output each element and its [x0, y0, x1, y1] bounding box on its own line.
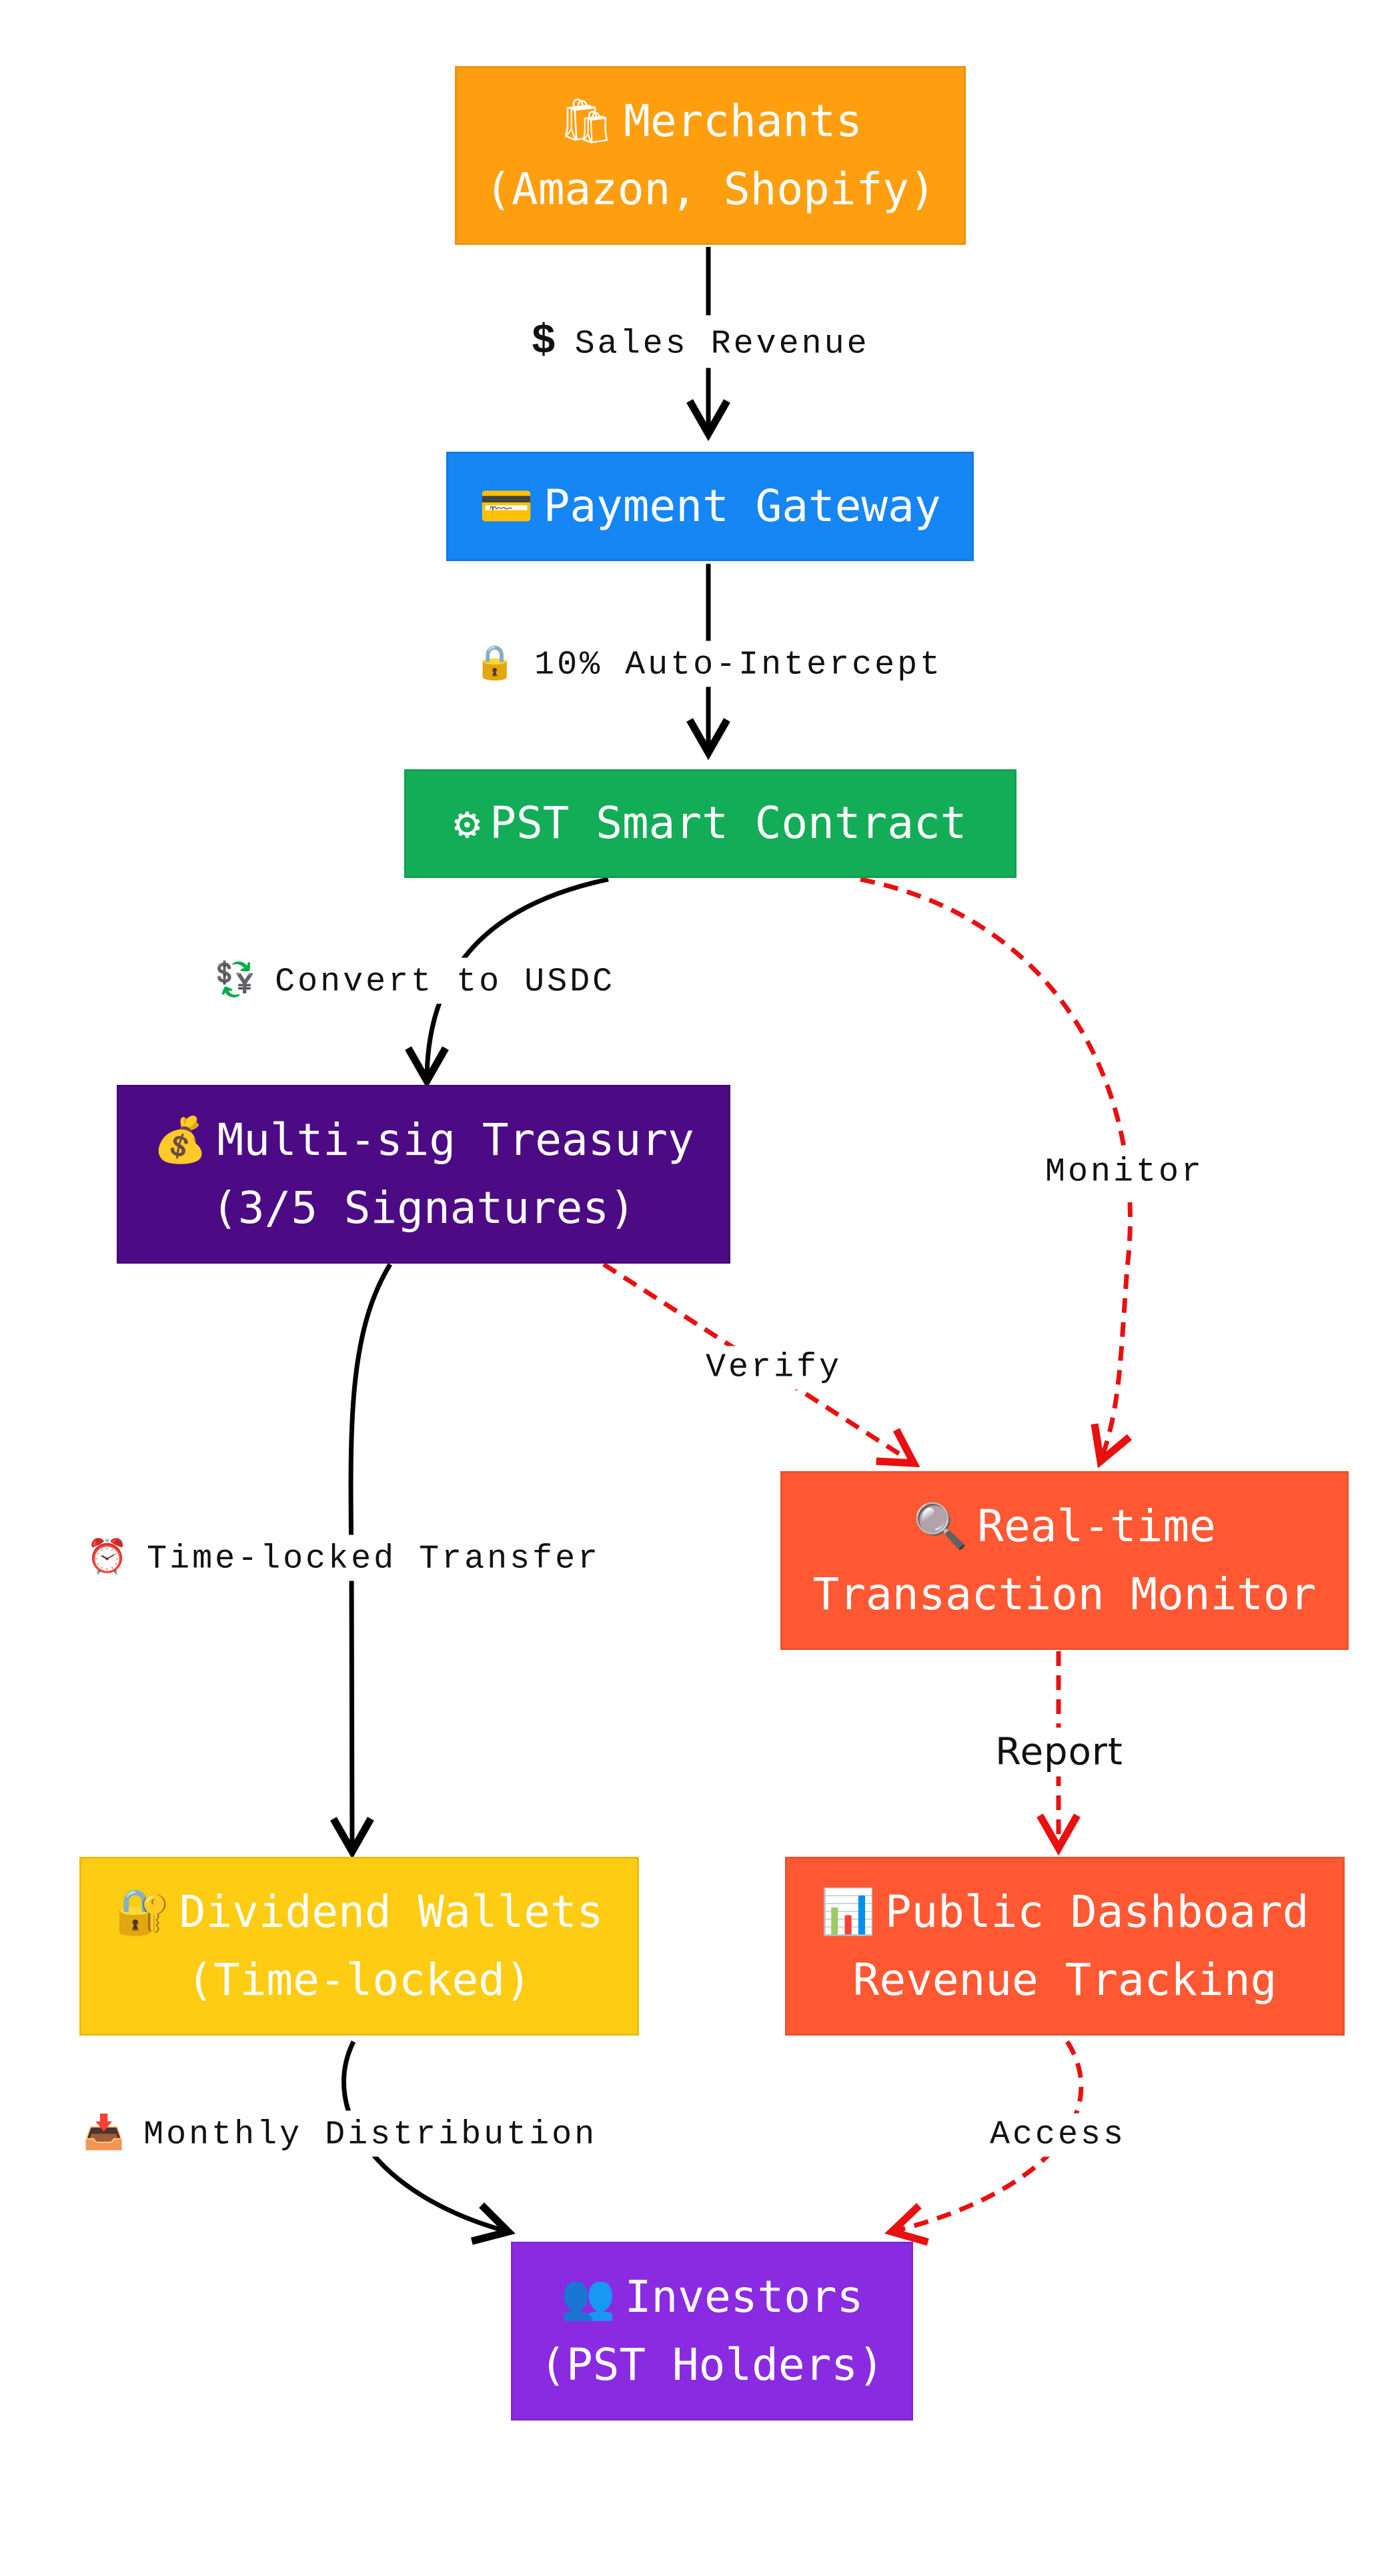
node-public-dashboard: 📊Public Dashboard Revenue Tracking	[785, 1857, 1345, 2036]
node-public-dashboard-title: Public Dashboard	[884, 1885, 1309, 1938]
edge-label-access: Access	[982, 2113, 1133, 2157]
edge-label-monthly-distribution: 📥Monthly Distribution	[76, 2110, 604, 2157]
edge-access	[884, 2040, 1084, 2246]
inbox-tray-icon: 📥	[83, 2116, 125, 2154]
lock-icon: 🔒	[474, 646, 516, 685]
money-bag-icon: 💰	[153, 1114, 208, 1166]
bar-chart-icon: 📊	[820, 1885, 876, 1938]
node-dividend-wallets-title: Dividend Wallets	[179, 1885, 604, 1938]
node-transaction-monitor-title: Real-time	[977, 1500, 1216, 1552]
gear-icon: ⚙	[454, 797, 481, 849]
node-public-dashboard-subtitle: Revenue Tracking	[852, 1954, 1277, 2006]
node-multisig-treasury-subtitle: (3/5 Signatures)	[211, 1182, 636, 1234]
node-merchants-title: Merchants	[624, 95, 862, 147]
credit-card-icon: 💳	[479, 480, 534, 532]
node-payment-gateway-title: Payment Gateway	[543, 480, 941, 532]
edge-label-sales-revenue: $Sales Revenue	[524, 315, 876, 368]
people-icon: 👥	[560, 2270, 616, 2322]
edge-label-report: Report	[988, 1727, 1130, 1777]
lock-with-key-icon: 🔐	[115, 1885, 170, 1938]
node-pst-smart-contract-title: PST Smart Contract	[490, 797, 967, 849]
currency-exchange-icon: 💱	[214, 963, 257, 1001]
node-multisig-treasury-title: Multi-sig Treasury	[217, 1114, 694, 1166]
edge-convert-usdc	[405, 877, 609, 1089]
node-pst-smart-contract: ⚙PST Smart Contract	[404, 769, 1016, 878]
node-investors-title: Investors	[624, 2270, 864, 2322]
alarm-clock-icon: ⏰	[86, 1540, 129, 1579]
node-multisig-treasury: 💰Multi-sig Treasury (3/5 Signatures)	[117, 1085, 730, 1264]
edge-verify	[602, 1262, 920, 1468]
dollar-icon: $	[531, 318, 556, 366]
node-transaction-monitor: 🔍Real-time Transaction Monitor	[780, 1471, 1349, 1650]
edge-label-auto-intercept: 🔒10% Auto-Intercept	[467, 640, 950, 687]
magnifier-icon: 🔍	[913, 1500, 968, 1552]
node-investors: 👥Investors (PST Holders)	[511, 2242, 913, 2421]
edge-label-convert-usdc: 💱Convert to USDC	[207, 957, 622, 1004]
edge-label-verify: Verify	[698, 1346, 849, 1390]
node-merchants: 🛍Merchants (Amazon, Shopify)	[455, 66, 966, 245]
node-payment-gateway: 💳Payment Gateway	[446, 452, 974, 561]
edge-time-locked-transfer	[330, 1263, 392, 1859]
node-investors-subtitle: (PST Holders)	[540, 2339, 884, 2391]
shopping-bags-icon: 🛍	[558, 95, 615, 147]
node-merchants-subtitle: (Amazon, Shopify)	[485, 163, 936, 215]
edge-label-monitor: Monitor	[1038, 1150, 1211, 1194]
node-transaction-monitor-subtitle: Transaction Monitor	[812, 1569, 1317, 1620]
node-dividend-wallets-subtitle: (Time-locked)	[187, 1954, 532, 2006]
edge-label-time-locked-transfer: ⏰Time-locked Transfer	[79, 1535, 608, 1581]
node-dividend-wallets: 🔐Dividend Wallets (Time-locked)	[79, 1857, 639, 2036]
